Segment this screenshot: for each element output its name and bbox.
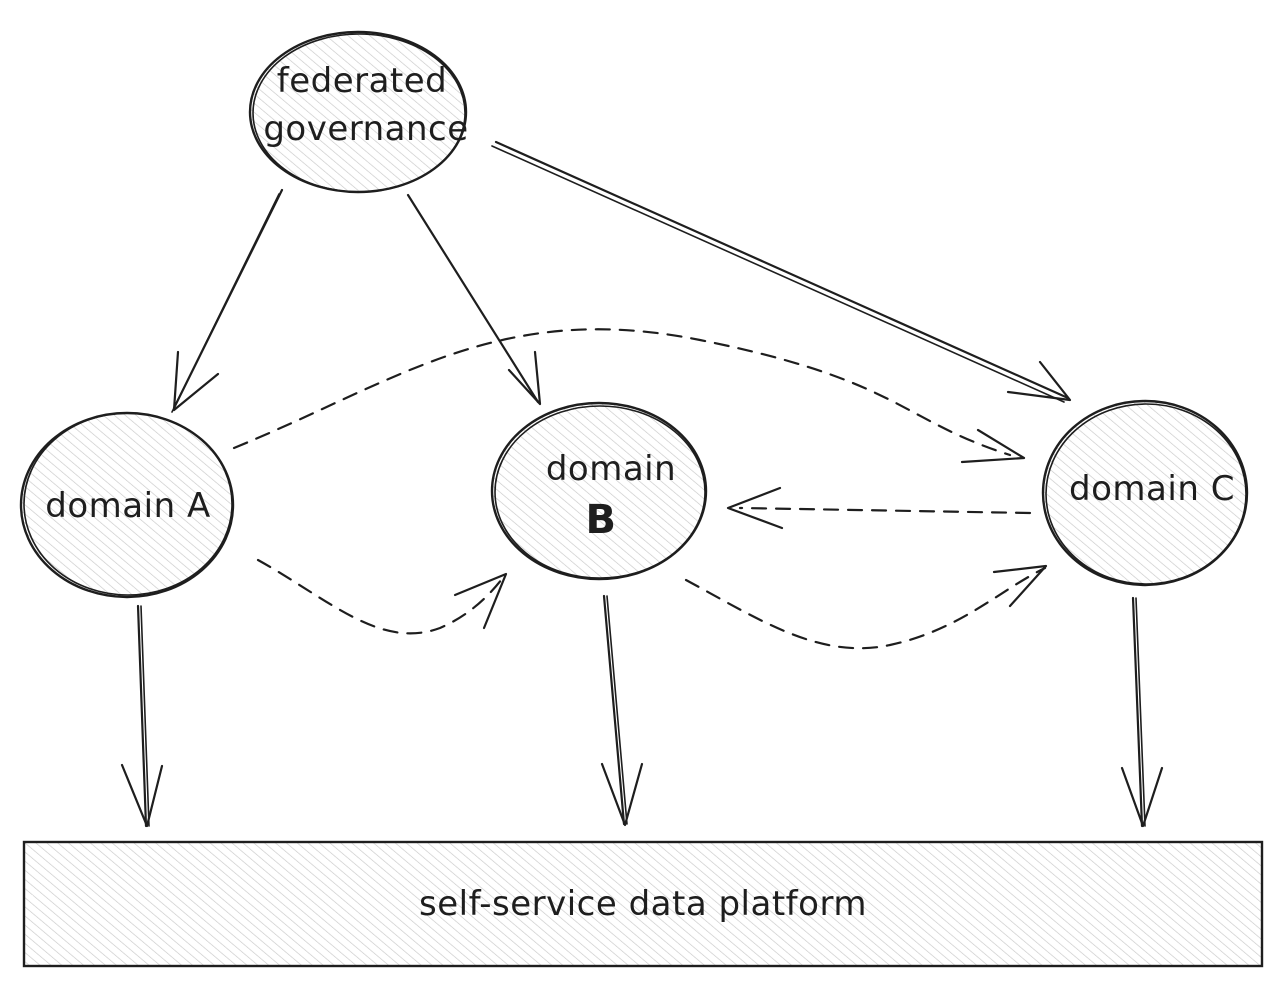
platform-label: self-service data platform xyxy=(419,884,867,924)
governance-line2: governance xyxy=(263,109,468,149)
domain-a-to-platform-arrow xyxy=(120,604,164,828)
domain-b-node: domain B xyxy=(490,401,708,581)
domain-c-to-platform-arrow xyxy=(1120,596,1164,828)
domain-a-label: domain A xyxy=(45,486,210,526)
platform-bar: self-service data platform xyxy=(22,840,1264,968)
governance-to-domain-b-arrow xyxy=(406,193,542,406)
domain-c-label: domain C xyxy=(1069,469,1235,509)
governance-to-domain-a-arrow xyxy=(171,188,284,413)
domain-a-node: domain A xyxy=(19,411,235,599)
domain-b-line2: B xyxy=(586,497,617,543)
domain-b-line1: domain xyxy=(546,449,676,489)
domain-a-to-domain-c-dashed xyxy=(232,328,1026,464)
governance-line1: federated xyxy=(277,61,448,101)
domain-b-to-platform-arrow xyxy=(600,594,644,827)
domain-a-to-domain-b-dashed xyxy=(256,558,508,635)
domain-c-to-domain-b-dashed xyxy=(726,486,1032,530)
governance-to-domain-c-arrow xyxy=(491,140,1072,403)
domain-b-to-domain-c-dashed xyxy=(684,564,1048,650)
domain-c-node: domain C xyxy=(1041,399,1249,587)
governance-node: federated governance xyxy=(248,30,468,194)
